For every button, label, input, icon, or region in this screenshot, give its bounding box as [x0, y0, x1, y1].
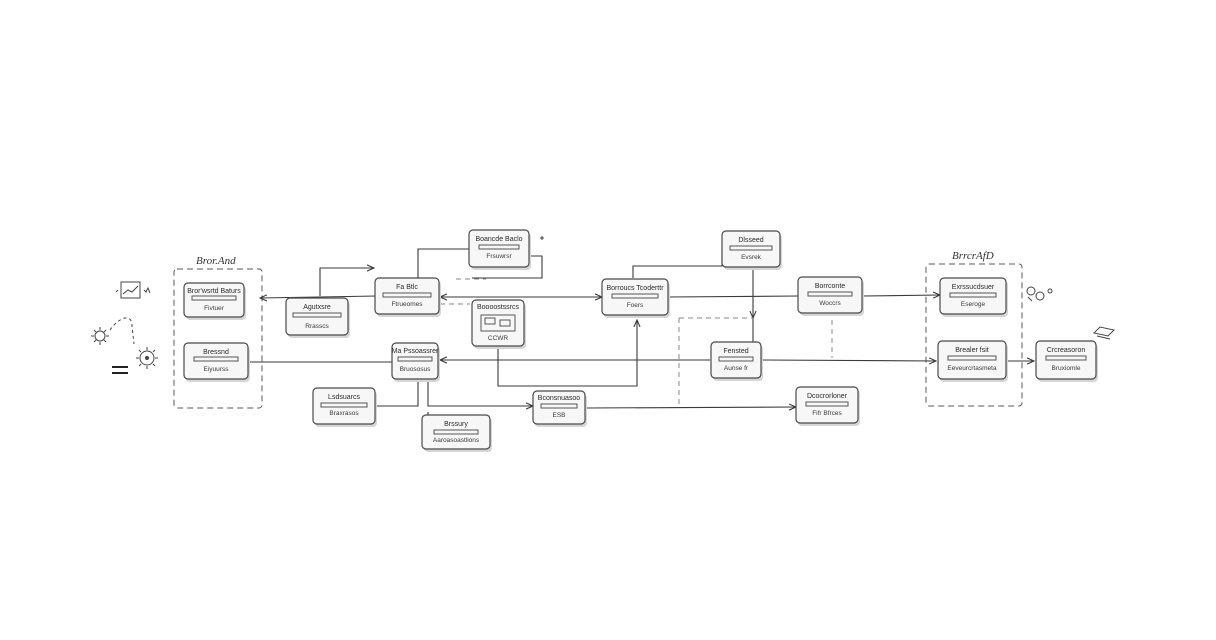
node-title: Bconsnuasoo: [538, 395, 581, 402]
node-title: Borrconte: [815, 283, 845, 290]
node[interactable]: Ma Pssoassrer Bruososus: [391, 342, 440, 382]
node-title: Brssury: [444, 421, 468, 428]
edge: [584, 407, 796, 408]
edge: [667, 295, 799, 298]
node-subtitle: Braxrasos: [329, 410, 359, 417]
chart-icon: [115, 281, 151, 299]
node-title: Bror'wsrtd Baturs: [187, 288, 241, 295]
node[interactable]: Boooostssrcs CCWR: [471, 299, 526, 349]
group-left-label: Bror.And: [196, 255, 236, 267]
node[interactable]: Brealer fsit Eeveurcrtasmeta: [937, 340, 1008, 382]
node[interactable]: Dlsseed Evsrek: [721, 230, 782, 270]
node-title: Brealer fsit: [955, 347, 989, 354]
node-subtitle: Fifr Bfrces: [812, 410, 842, 417]
node[interactable]: Agutxsre Rrasscs: [285, 297, 350, 338]
node-subtitle: Bruososus: [400, 366, 431, 373]
node[interactable]: Crcreasoron Bruxiomle: [1035, 340, 1098, 382]
edge: [376, 380, 419, 407]
node-subtitle: Eeveurcrtasmeta: [947, 365, 997, 372]
node-title: Dcocrorloner: [807, 393, 848, 400]
node-subtitle: Aunse fr: [724, 365, 749, 372]
node-title: Fensted: [723, 348, 748, 355]
node[interactable]: Borroucs Tcoderttr Foers: [601, 278, 670, 318]
equals-icon: [112, 366, 128, 374]
sparkle-mark: [540, 236, 544, 240]
node[interactable]: Brssury Aaroasoastlions: [421, 414, 492, 452]
node-subtitle: Rrasscs: [305, 323, 329, 330]
node[interactable]: Bror'wsrtd Baturs Fivtuer: [183, 282, 246, 320]
node-title: Exrssucdsuer: [952, 284, 995, 291]
node-title: Fa Btlc: [396, 284, 418, 291]
node-title: Bressnd: [203, 349, 229, 356]
edge: [472, 255, 543, 279]
node-subtitle: Foers: [627, 302, 644, 309]
edge: [319, 268, 374, 296]
edge: [427, 380, 533, 406]
node-subtitle: CCWR: [488, 335, 509, 342]
node[interactable]: Fensted Aunse fr: [710, 341, 763, 381]
node-subtitle: Frsuwrsr: [486, 253, 512, 260]
node-subtitle: Eseroge: [961, 301, 986, 308]
edge: [861, 295, 940, 296]
node-title: Lsdsuarcs: [328, 394, 360, 401]
node[interactable]: Lsdsuarcs Braxrasos: [312, 387, 377, 427]
gear-icon: [136, 347, 158, 369]
node[interactable]: Boancde Baclo Frsuwrsr: [468, 229, 531, 270]
node[interactable]: Bressnd Eiyuurss: [183, 342, 250, 382]
node-subtitle: Fivtuer: [204, 305, 225, 312]
node-subtitle: Eiyuurss: [204, 366, 230, 373]
edge: [632, 255, 723, 278]
edge: [417, 248, 470, 278]
nodes: Bror'wsrtd Baturs Fivtuer Bressnd Eiyuur…: [183, 229, 1098, 452]
edge: [761, 360, 936, 361]
circles-icon: [1026, 286, 1053, 302]
group-left: Bror.And: [173, 255, 263, 409]
node-title: Crcreasoron: [1047, 347, 1086, 354]
node-title: Dlsseed: [738, 237, 763, 244]
node-title: Agutxsre: [303, 304, 331, 311]
node-title: Boancde Baclo: [475, 236, 522, 243]
node-subtitle: Aaroasoastlions: [433, 437, 480, 444]
flag-icon: [1092, 326, 1116, 340]
node-subtitle: Evsrek: [741, 254, 762, 261]
node-title: Borroucs Tcoderttr: [606, 285, 664, 292]
node-subtitle: ESB: [552, 412, 565, 419]
node-title: Boooostssrcs: [477, 304, 520, 311]
dashed-curve: [109, 317, 135, 345]
gear-icon: [91, 327, 109, 345]
node[interactable]: Borrconte Woccrs: [797, 276, 864, 316]
node-subtitle: Ftrueomes: [391, 301, 423, 308]
node[interactable]: Dcocrorloner Fifr Bfrces: [795, 386, 860, 426]
node[interactable]: Bconsnuasoo ESB: [532, 390, 587, 427]
edge: [260, 296, 378, 298]
edge: [497, 320, 637, 387]
group-right-label: BrrcrAfD: [952, 250, 994, 262]
node-title: Ma Pssoassrer: [392, 348, 439, 355]
node[interactable]: Exrssucdsuer Eseroge: [939, 277, 1008, 317]
node-subtitle: Bruxiomle: [1052, 365, 1081, 372]
group-right: BrrcrAfD: [925, 250, 1023, 407]
node-subtitle: Woccrs: [819, 300, 841, 307]
node[interactable]: Fa Btlc Ftrueomes: [374, 277, 441, 317]
